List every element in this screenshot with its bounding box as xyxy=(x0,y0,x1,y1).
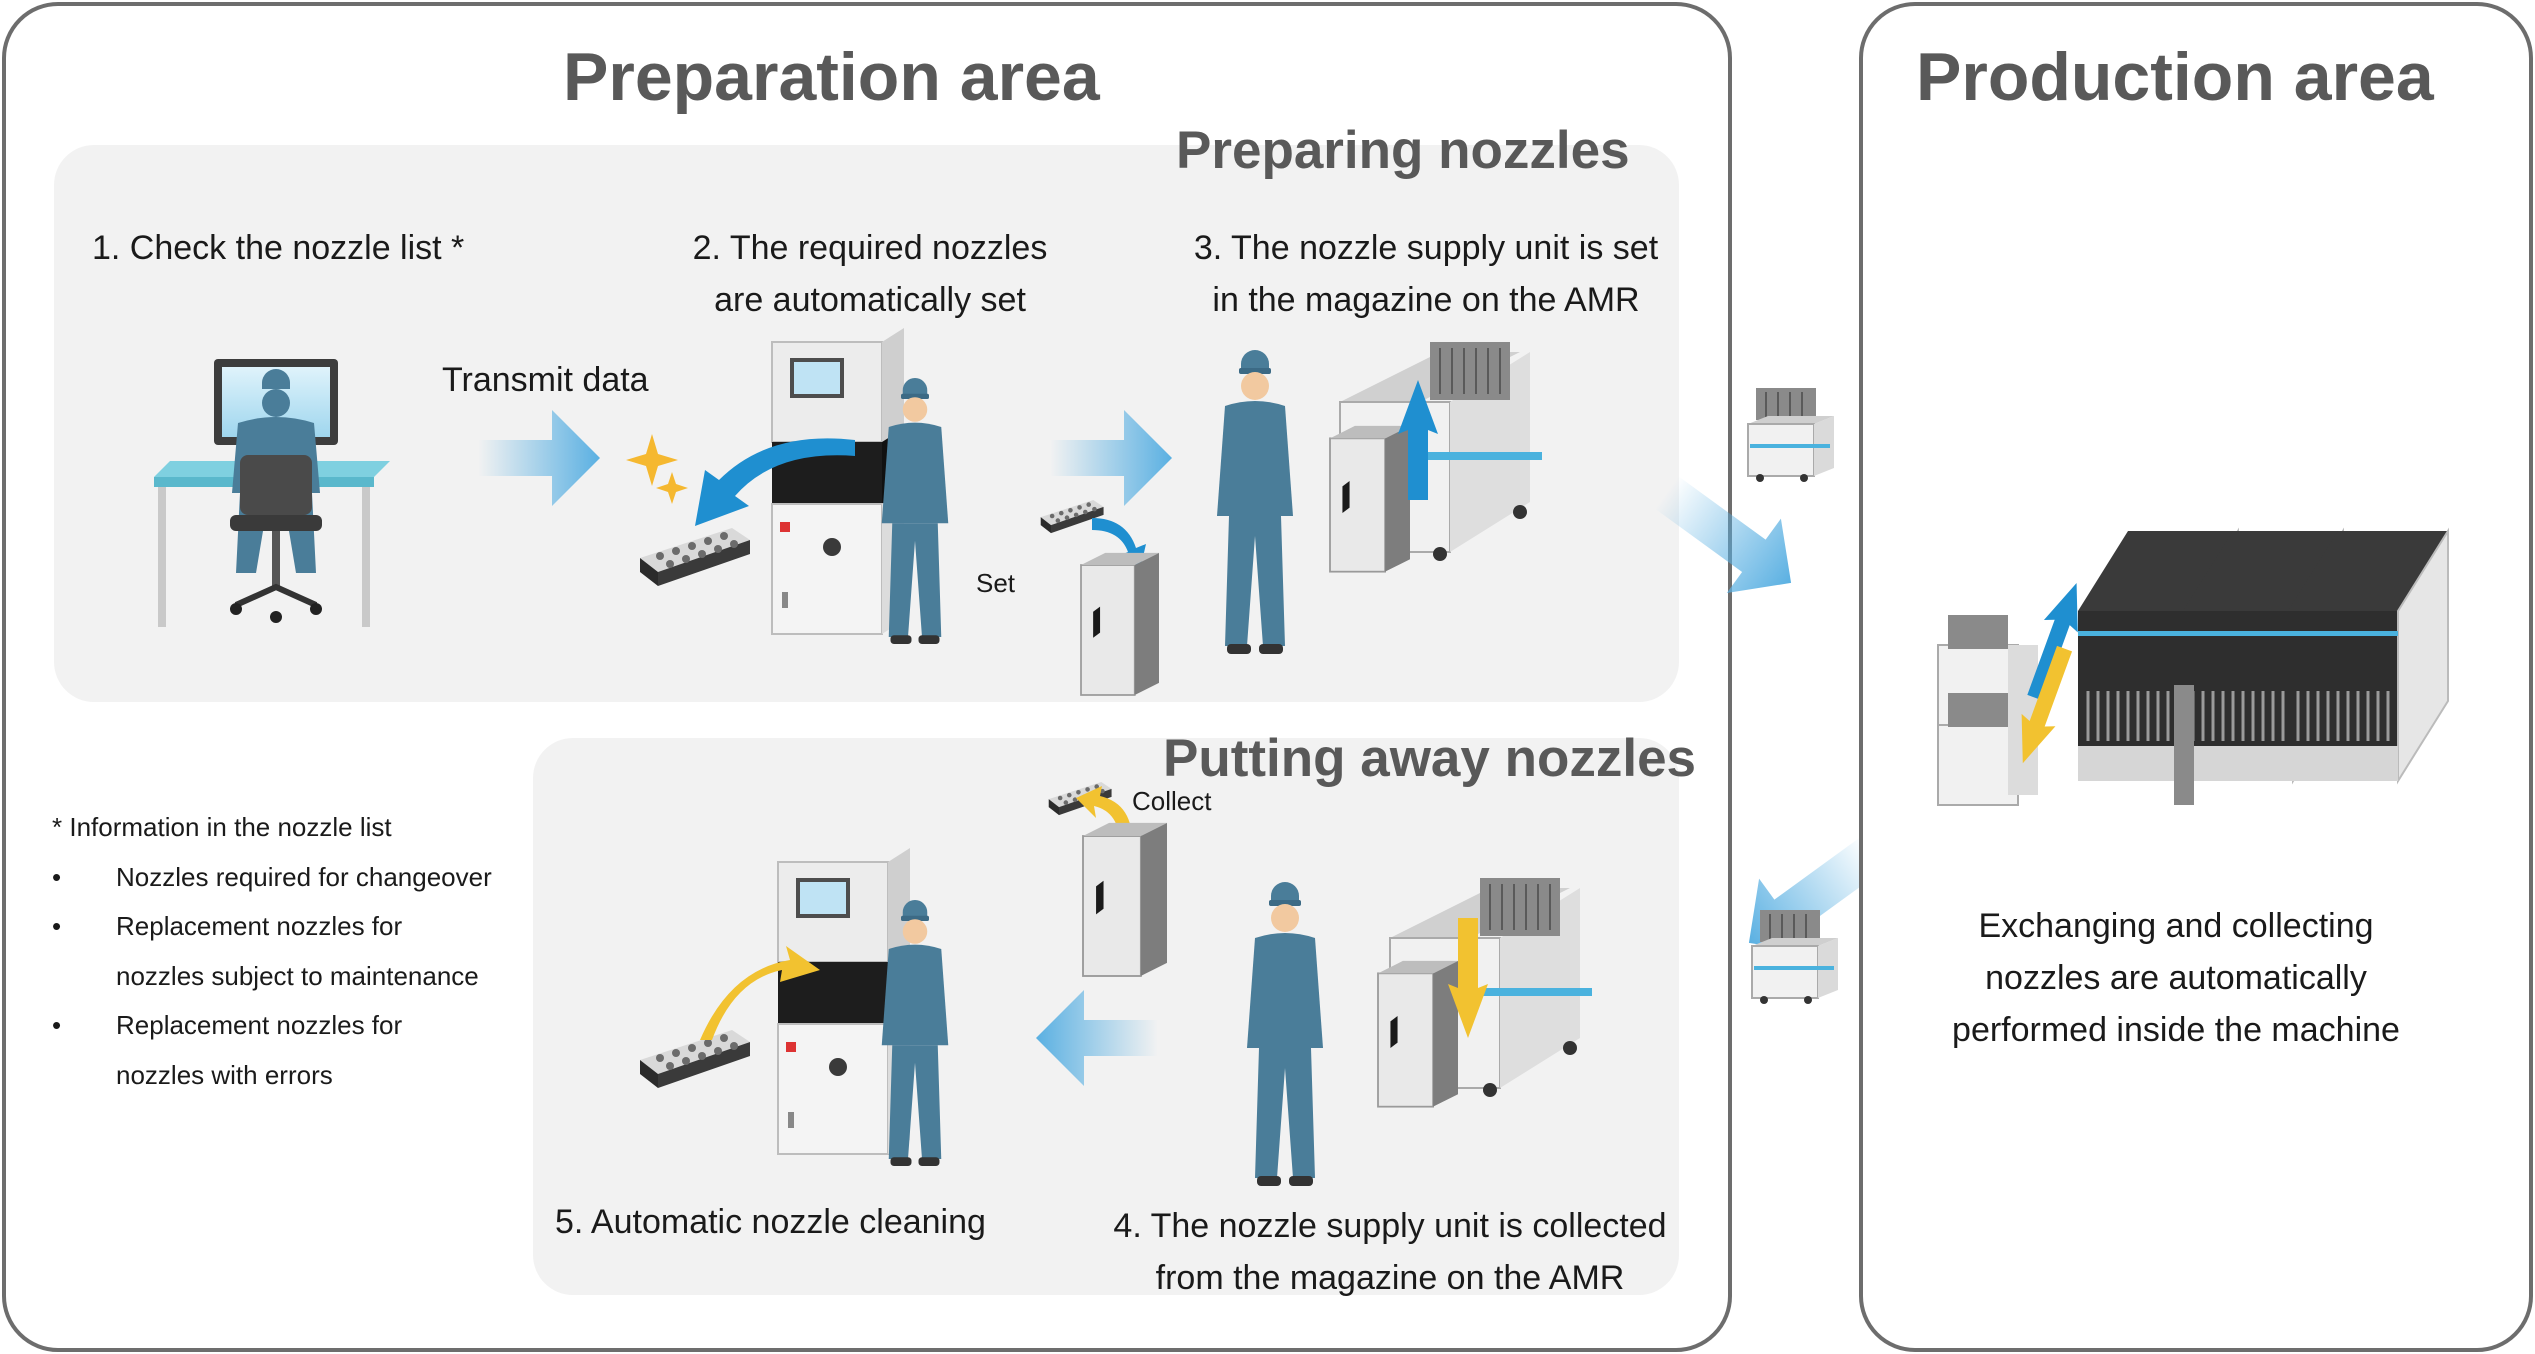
flow-arrow-back xyxy=(1036,990,1158,1086)
footnote-item-3-line-1: Replacement nozzles for xyxy=(116,1010,403,1040)
placement-machine-line-illustration xyxy=(1937,529,2450,806)
nozzle-supply-unit-icon-2 xyxy=(1082,822,1168,977)
step-3-line-2: in the magazine on the AMR xyxy=(1212,281,1640,319)
preparation-area-title: Preparation area xyxy=(563,39,1100,115)
set-label: Set xyxy=(976,568,1016,598)
footnote-item-1: Nozzles required for changeover xyxy=(116,861,492,892)
nozzle-supply-unit-icon xyxy=(1080,551,1160,696)
production-text-line-3: performed inside the machine xyxy=(1952,1011,2400,1049)
exchange-out-arrow xyxy=(2021,645,2073,764)
step-2-label: 2. The required nozzles are automaticall… xyxy=(640,222,1100,326)
production-text-line-1: Exchanging and collecting xyxy=(1978,907,2374,945)
transmit-data-label: Transmit data xyxy=(442,361,649,399)
step-4-line-2: from the magazine on the AMR xyxy=(1155,1259,1625,1297)
footnote-item-2-line-1: Replacement nozzles for xyxy=(116,911,403,941)
production-description: Exchanging and collecting nozzles are au… xyxy=(1880,900,2472,1056)
step-3-label: 3. The nozzle supply unit is set in the … xyxy=(1166,222,1686,326)
exchange-in-arrow xyxy=(2027,582,2078,701)
amr-return-icon xyxy=(1751,909,1839,1005)
worker-step-3 xyxy=(1217,350,1293,654)
worker-step-4 xyxy=(1247,882,1323,1186)
flow-arrow-2 xyxy=(1050,410,1172,506)
footnote-item-3-line-2: nozzles with errors xyxy=(116,1059,333,1090)
collect-label: Collect xyxy=(1132,786,1212,816)
chair-icon xyxy=(240,455,312,515)
footnote-item-2-line-2: nozzles subject to maintenance xyxy=(116,960,479,991)
footnote-heading: * Information in the nozzle list xyxy=(52,812,392,842)
step-4-line-1: 4. The nozzle supply unit is collected xyxy=(1113,1207,1667,1245)
bullet-3: • xyxy=(52,1010,62,1040)
amr-magazine-front-icon-2 xyxy=(1377,960,1459,1108)
bullet-2: • xyxy=(52,911,62,941)
worker-step-2 xyxy=(881,378,949,644)
step-2-line-1: 2. The required nozzles xyxy=(692,229,1048,267)
worker-step-5 xyxy=(881,900,949,1166)
production-area-title: Production area xyxy=(1916,39,2434,115)
docked-amr-icon xyxy=(1937,615,2038,806)
set-in-magazine-arrow xyxy=(1398,380,1438,500)
collect-arrow xyxy=(1076,786,1133,846)
putting-away-nozzles-title: Putting away nozzles xyxy=(1163,729,1697,788)
production-text-line-2: nozzles are automatically xyxy=(1985,959,2367,997)
step-1-label: 1. Check the nozzle list * xyxy=(92,229,465,267)
collect-from-magazine-arrow xyxy=(1448,918,1488,1038)
collect-to-station-arrow xyxy=(700,946,820,1040)
bullet-1: • xyxy=(52,861,62,892)
set-nozzles-arrow xyxy=(695,438,855,526)
flow-arrow-1 xyxy=(478,410,600,506)
amr-outbound-arrow xyxy=(1654,476,1792,594)
nozzle-list-footnote: * Information in the nozzle list • Nozzl… xyxy=(52,803,532,1103)
step-4-label: 4. The nozzle supply unit is collected f… xyxy=(1080,1200,1700,1304)
step-5-label: 5. Automatic nozzle cleaning xyxy=(555,1203,986,1241)
sparkle-icon xyxy=(626,434,688,504)
nozzle-tray-icon xyxy=(640,528,750,586)
feeder-cart-icon xyxy=(2174,685,2194,805)
step-2-line-2: are automatically set xyxy=(714,281,1026,319)
preparing-nozzles-title: Preparing nozzles xyxy=(1176,121,1630,180)
operator-at-computer-illustration xyxy=(154,359,390,627)
step-3-line-1: 3. The nozzle supply unit is set xyxy=(1193,229,1659,267)
